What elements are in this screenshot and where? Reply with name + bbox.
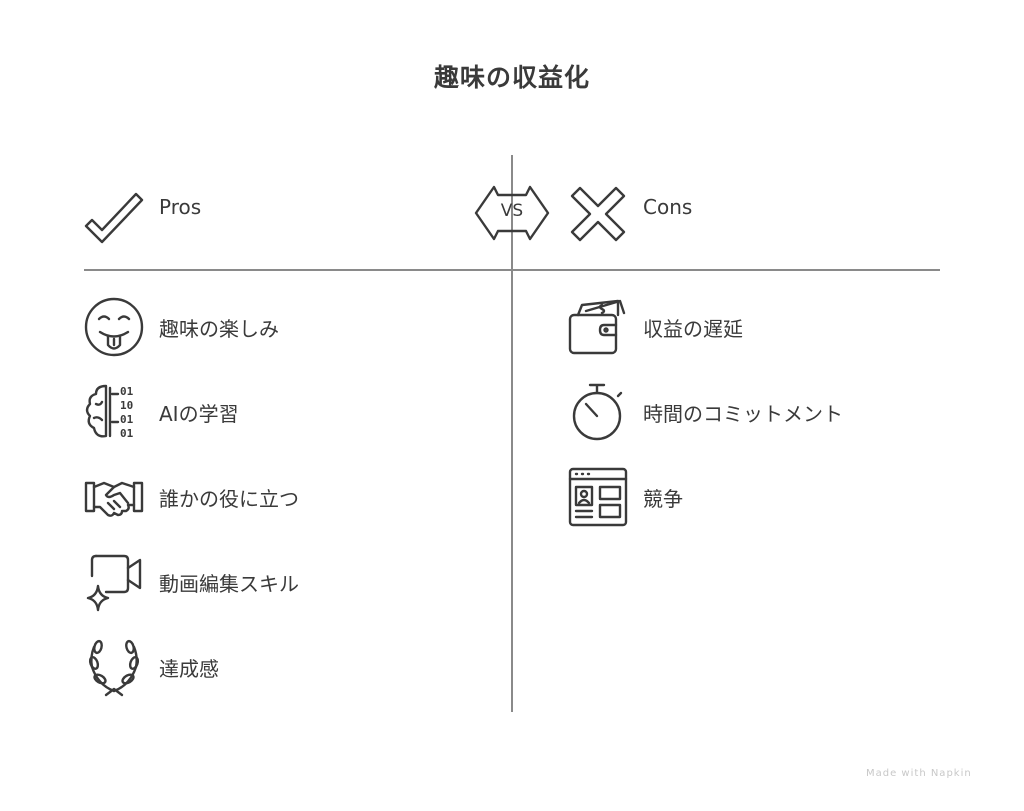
pros-item: 達成感 [84, 637, 219, 697]
cross-icon [568, 184, 628, 244]
browser-profile-icon [568, 467, 628, 527]
cons-item-label: 競争 [643, 486, 683, 511]
cons-item: 収益の遅延 [568, 297, 743, 357]
handshake-icon [84, 467, 144, 527]
pros-item-label: 動画編集スキル [159, 571, 299, 596]
cons-item: 競争 [568, 467, 683, 527]
cons-item: 時間のコミットメント [568, 382, 843, 442]
stopwatch-icon [568, 382, 628, 442]
svg-text:01: 01 [120, 413, 134, 426]
vs-label: VS [500, 201, 524, 221]
pros-item: 01 10 01 01 AIの学習 [84, 382, 239, 442]
page-title: 趣味の収益化 [433, 63, 590, 92]
svg-text:01: 01 [120, 385, 134, 398]
pros-item-label: 誰かの役に立つ [159, 486, 299, 511]
pros-item-label: 達成感 [159, 656, 219, 681]
pros-item: 趣味の楽しみ [84, 297, 279, 357]
wallet-money-icon [568, 297, 628, 357]
watermark: Made with Napkin [866, 768, 972, 779]
pros-item: 動画編集スキル [84, 552, 299, 612]
pros-heading: Pros [159, 195, 202, 219]
video-camera-sparkle-icon [84, 552, 144, 612]
vertical-divider [511, 155, 513, 712]
tongue-out-face-icon [84, 297, 144, 357]
horizontal-divider [84, 269, 940, 271]
pros-item-label: AIの学習 [159, 401, 239, 426]
cons-item-label: 時間のコミットメント [643, 401, 843, 426]
vs-badge: VS [474, 183, 550, 243]
laurel-wreath-icon [84, 637, 144, 697]
cons-item-label: 収益の遅延 [643, 316, 743, 341]
checkmark-icon [84, 186, 144, 246]
brain-binary-icon: 01 10 01 01 [84, 382, 144, 442]
pros-item: 誰かの役に立つ [84, 467, 299, 527]
svg-text:01: 01 [120, 427, 134, 440]
pros-item-label: 趣味の楽しみ [159, 316, 279, 341]
svg-text:10: 10 [120, 399, 133, 412]
double-arrow-icon [474, 185, 550, 241]
cons-heading: Cons [643, 195, 693, 219]
